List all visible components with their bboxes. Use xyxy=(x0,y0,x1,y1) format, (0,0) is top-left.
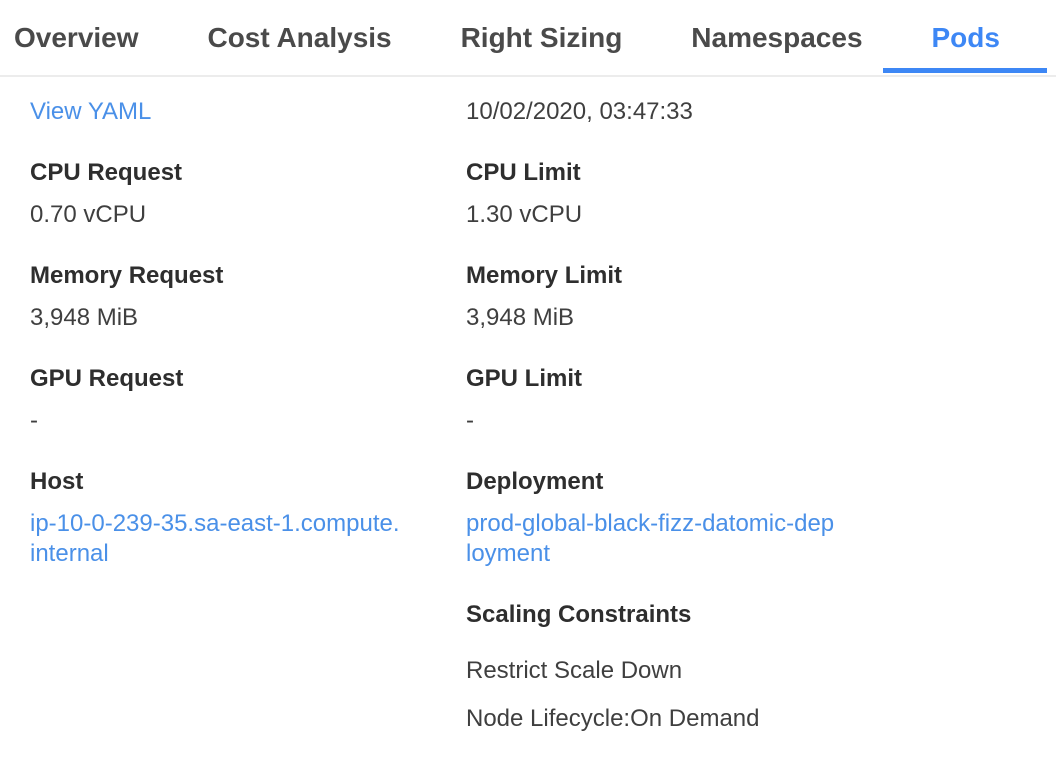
scaling-constraint-node-lifecycle: Node Lifecycle:On Demand xyxy=(466,705,760,732)
deployment-label: Deployment xyxy=(466,468,604,495)
deployment-link[interactable]: prod-global-black-fizz-datomic-deploymen… xyxy=(466,510,835,567)
memory-request-field: Memory Request 3,948 MiB xyxy=(30,261,466,333)
scaling-constraint-restrict-scale-down: Restrict Scale Down xyxy=(466,657,683,684)
gpu-limit-value: - xyxy=(466,407,474,434)
view-yaml-cell: View YAML xyxy=(30,97,466,127)
memory-limit-value: 3,948 MiB xyxy=(466,304,575,331)
gpu-request-field: GPU Request - xyxy=(30,364,466,436)
memory-limit-label: Memory Limit xyxy=(466,262,623,289)
gpu-request-label: GPU Request xyxy=(30,365,184,392)
active-tab-underline xyxy=(883,68,1047,73)
tab-bar: Overview Cost Analysis Right Sizing Name… xyxy=(0,0,1056,77)
tab-namespaces-label: Namespaces xyxy=(691,21,863,53)
memory-limit-field: Memory Limit 3,948 MiB xyxy=(466,261,1026,333)
tab-overview[interactable]: Overview xyxy=(14,0,139,75)
host-field: Host ip-10-0-239-35.sa-east-1.compute.in… xyxy=(30,467,466,569)
memory-request-label: Memory Request xyxy=(30,262,224,289)
tab-overview-label: Overview xyxy=(14,21,139,53)
timestamp-cell: 10/02/2020, 03:47:33 xyxy=(466,97,1026,127)
host-label: Host xyxy=(30,468,84,495)
gpu-limit-label: GPU Limit xyxy=(466,365,583,392)
tab-cost-analysis[interactable]: Cost Analysis xyxy=(207,0,391,75)
host-link[interactable]: ip-10-0-239-35.sa-east-1.compute.interna… xyxy=(30,510,400,567)
gpu-request-value: - xyxy=(30,407,38,434)
cpu-limit-field: CPU Limit 1.30 vCPU xyxy=(466,158,1026,230)
scaling-constraints-section: Scaling Constraints Restrict Scale Down … xyxy=(466,600,1026,752)
memory-request-value: 3,948 MiB xyxy=(30,304,139,331)
gpu-limit-field: GPU Limit - xyxy=(466,364,1026,436)
tab-right-sizing-label: Right Sizing xyxy=(460,21,623,53)
empty-cell xyxy=(30,600,466,752)
tab-pods[interactable]: Pods xyxy=(883,0,1047,75)
cpu-limit-value: 1.30 vCPU xyxy=(466,201,583,228)
cpu-request-value: 0.70 vCPU xyxy=(30,201,147,228)
tab-namespaces[interactable]: Namespaces xyxy=(691,0,862,75)
view-yaml-link[interactable]: View YAML xyxy=(30,98,152,125)
tab-pods-label: Pods xyxy=(931,21,1000,53)
scaling-constraints-header: Scaling Constraints xyxy=(466,601,692,628)
pod-details-panel: View YAML 10/02/2020, 03:47:33 CPU Reque… xyxy=(0,77,1056,758)
cpu-request-label: CPU Request xyxy=(30,159,183,186)
last-seen-timestamp: 10/02/2020, 03:47:33 xyxy=(466,98,693,125)
cpu-request-field: CPU Request 0.70 vCPU xyxy=(30,158,466,230)
tab-right-sizing[interactable]: Right Sizing xyxy=(461,0,623,75)
cpu-limit-label: CPU Limit xyxy=(466,159,581,186)
deployment-field: Deployment prod-global-black-fizz-datomi… xyxy=(466,467,1026,569)
tab-cost-analysis-label: Cost Analysis xyxy=(207,21,392,53)
